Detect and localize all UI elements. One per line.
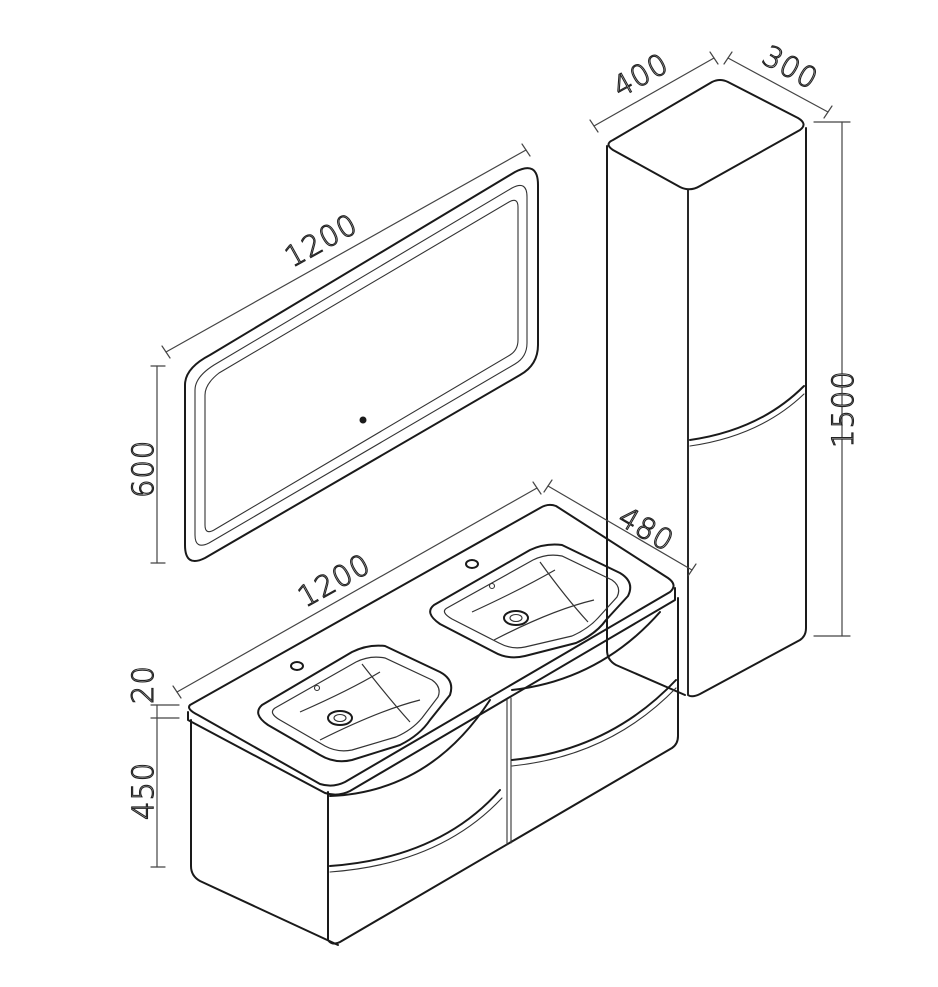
column-cabinet bbox=[606, 79, 807, 698]
countertop-top-face bbox=[188, 503, 675, 787]
mirror-sensor-dot bbox=[359, 416, 367, 424]
basin-left bbox=[257, 644, 453, 763]
dim-line-vanity-depth bbox=[547, 485, 693, 571]
column-front-face bbox=[687, 127, 807, 698]
dim-line-column-width bbox=[593, 57, 715, 127]
label-mirror-height: 600 bbox=[126, 440, 160, 498]
basin-right bbox=[429, 543, 632, 659]
cabinet-front-face bbox=[327, 597, 679, 945]
drawer-curve-lower-right bbox=[511, 679, 677, 761]
countertop-front-edge bbox=[187, 587, 676, 796]
drawer-curve-upper-right bbox=[511, 611, 661, 691]
column-top-face bbox=[607, 79, 805, 191]
tap-hole-left bbox=[290, 661, 304, 671]
vanity-unit bbox=[187, 503, 679, 946]
mirror-outer-frame bbox=[184, 167, 539, 562]
drawer-curve-lower-right-shadow bbox=[511, 687, 677, 767]
dim-line-vanity-width bbox=[176, 487, 538, 693]
dim-line-column-depth bbox=[727, 57, 829, 113]
label-column-height: 1500 bbox=[826, 370, 860, 448]
drawer-curve-lower-left-shadow bbox=[329, 797, 503, 873]
tap-hole-right bbox=[465, 559, 479, 569]
label-vanity-height: 450 bbox=[126, 762, 160, 820]
dim-line-mirror-width bbox=[165, 149, 527, 353]
label-vanity-width: 1200 bbox=[292, 547, 377, 614]
mirror bbox=[184, 167, 539, 562]
column-door-split-curve bbox=[689, 385, 805, 441]
cabinet-left-face bbox=[190, 719, 339, 946]
label-countertop-thickness: 20 bbox=[126, 665, 160, 704]
dimension-lines bbox=[150, 51, 851, 868]
drawer-curve-lower-left bbox=[329, 789, 501, 867]
label-column-width: 400 bbox=[607, 46, 675, 104]
label-column-depth: 300 bbox=[757, 38, 825, 96]
column-left-face bbox=[606, 145, 686, 696]
drawer-curve-upper-left bbox=[329, 699, 491, 797]
mirror-led-strip bbox=[204, 199, 519, 533]
label-mirror-width: 1200 bbox=[279, 207, 364, 274]
mirror-inner-frame bbox=[194, 184, 528, 546]
column-door-split-curve-shadow bbox=[689, 393, 805, 447]
